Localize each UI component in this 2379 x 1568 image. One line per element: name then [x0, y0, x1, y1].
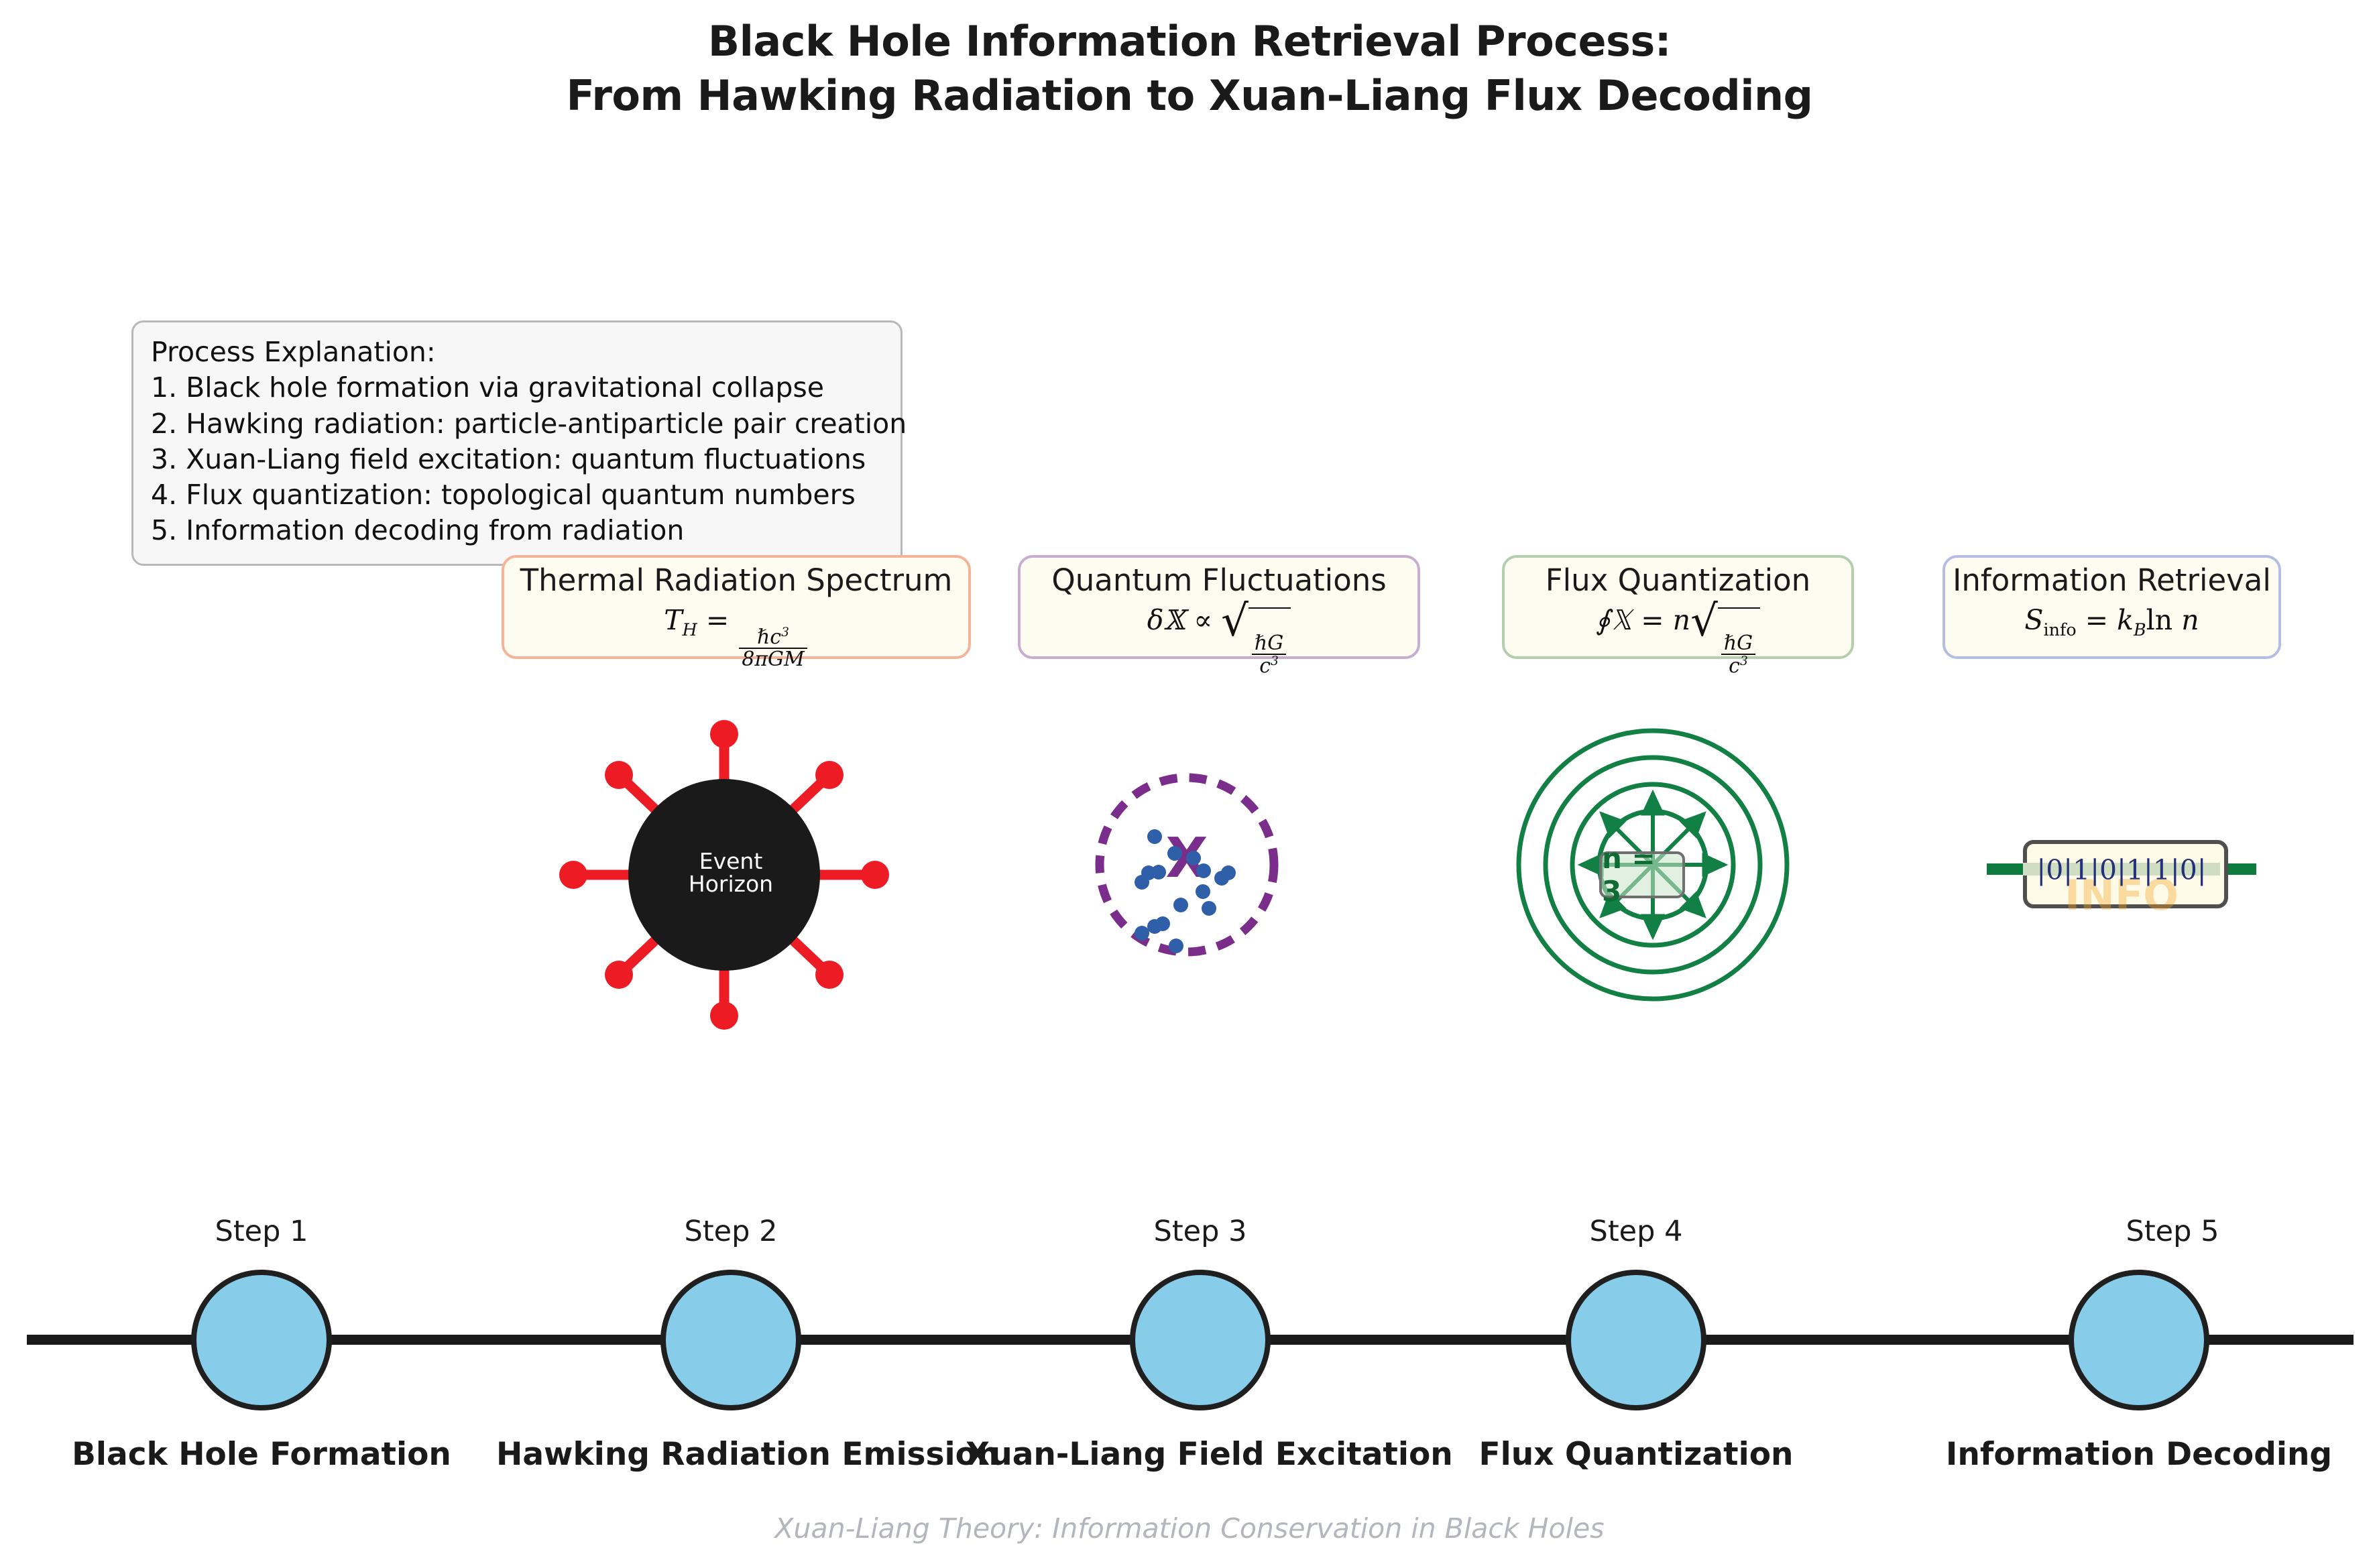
- equation-card-title: Quantum Fluctuations: [1051, 562, 1387, 598]
- timeline-label-2: Hawking Radiation Emission: [496, 1436, 1000, 1473]
- explanation-item-3: 3. Xuan-Liang field excitation: quantum …: [151, 442, 866, 475]
- page-title-line-1: Black Hole Information Retrieval Process…: [707, 17, 1672, 66]
- flux-quantum-number-tag: n = 3: [1599, 842, 1685, 908]
- timeline-label-4: Flux Quantization: [1478, 1436, 1794, 1473]
- timeline-node-2[interactable]: [660, 1270, 801, 1410]
- equation-formula-information: Sinfo = kBln n: [2024, 604, 2199, 640]
- explanation-item-1: 1. Black hole formation via gravitationa…: [151, 371, 825, 404]
- timeline-step-number-2: Step 2: [684, 1215, 778, 1248]
- timeline-node-1[interactable]: [191, 1270, 332, 1410]
- timeline-label-1: Black Hole Formation: [72, 1436, 451, 1473]
- flux-quantum-number-label: n = 3: [1602, 842, 1656, 908]
- timeline-step-number-5: Step 5: [2126, 1215, 2219, 1248]
- explanation-item-2: 2. Hawking radiation: particle-antiparti…: [151, 407, 907, 440]
- information-bit-string: |0|1|0|1|1|0|: [2036, 854, 2207, 886]
- timeline-step-number-1: Step 1: [215, 1215, 308, 1248]
- footer-caption: Xuan-Liang Theory: Information Conservat…: [774, 1512, 1605, 1545]
- event-horizon-label-line-2: Horizon: [688, 870, 774, 897]
- equation-card-information-retrieval: Information Retrieval Sinfo = kBln n: [1942, 555, 2281, 659]
- info-wire-left: [1987, 863, 2028, 875]
- fluctuation-boundary-circle: [1095, 773, 1279, 957]
- timeline-label-5: Information Decoding: [1945, 1436, 2333, 1473]
- event-horizon-label-line-1: Event: [699, 848, 763, 874]
- flux-quantization-illustration: [1516, 728, 1790, 1002]
- timeline-node-3[interactable]: [1130, 1270, 1271, 1410]
- equation-card-title: Information Retrieval: [1953, 562, 2271, 598]
- timeline-node-4[interactable]: [1566, 1270, 1706, 1410]
- explanation-item-5: 5. Information decoding from radiation: [151, 514, 685, 547]
- process-explanation-box: Process Explanation: 1. Black hole forma…: [131, 320, 907, 566]
- timeline-step-number-4: Step 4: [1589, 1215, 1683, 1248]
- info-wire-band: [2023, 863, 2220, 876]
- timeline-label-3: Xuan-Liang Field Excitation: [966, 1436, 1453, 1473]
- explanation-item-4: 4. Flux quantization: topological quantu…: [151, 479, 856, 511]
- equation-card-title: Flux Quantization: [1545, 562, 1811, 598]
- event-horizon-disc: [628, 779, 820, 971]
- page-title: Black Hole Information Retrieval Process…: [0, 15, 2379, 123]
- equation-card-title: Thermal Radiation Spectrum: [520, 562, 953, 598]
- info-watermark-label: INFO: [2064, 870, 2179, 920]
- event-horizon-label: Event Horizon: [671, 850, 791, 895]
- page-title-line-2: From Hawking Radiation to Xuan-Liang Flu…: [566, 70, 1813, 120]
- timeline-step-number-3: Step 3: [1153, 1215, 1247, 1248]
- hawking-particles: [559, 720, 889, 1030]
- explanation-heading: Process Explanation:: [151, 336, 436, 368]
- timeline-node-5[interactable]: [2069, 1270, 2209, 1410]
- quantum-fluctuation-illustration: X: [1095, 773, 1279, 957]
- black-hole-illustration: [559, 720, 889, 1030]
- quantum-particles: [1135, 829, 1236, 953]
